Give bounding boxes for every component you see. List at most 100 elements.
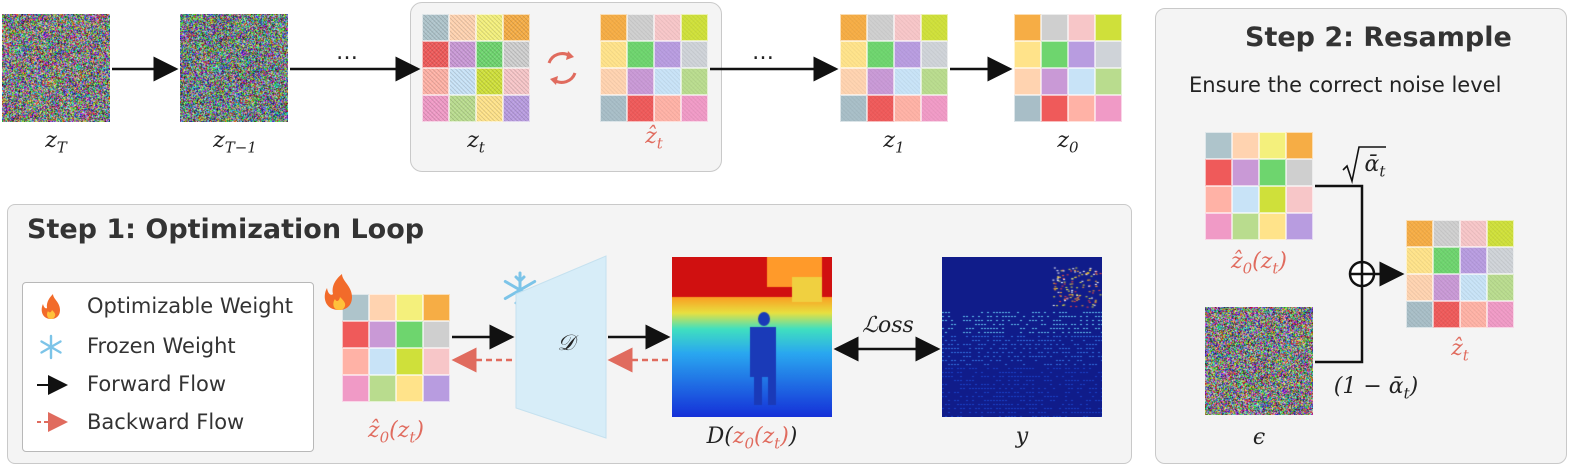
legend-backward: Backward Flow: [87, 410, 245, 434]
latent-cell: [1041, 95, 1068, 122]
latent-cell: [449, 41, 476, 68]
latent-cell: [1433, 220, 1460, 247]
latent-grid-z0-hat: [342, 294, 450, 402]
fire-icon: [41, 294, 60, 319]
label-one-minus-alpha: (1 − ᾱt): [1333, 374, 1419, 403]
label-epsilon: ϵ: [1252, 425, 1266, 450]
latent-cell: [1041, 14, 1068, 41]
latent-cell: [396, 375, 423, 402]
decoder-shape: [515, 255, 607, 439]
sqrt-symbol: [1342, 146, 1386, 185]
latent-cell: [654, 41, 681, 68]
latent-cell: [449, 95, 476, 122]
cycle-icon: [547, 51, 577, 85]
latent-cell: [1205, 159, 1232, 186]
ellipsis-2: …: [752, 40, 774, 65]
latent-cell: [396, 294, 423, 321]
latent-cell: [396, 321, 423, 348]
latent-cell: [1460, 220, 1487, 247]
latent-cell: [867, 14, 894, 41]
latent-cell: [369, 348, 396, 375]
loss-label: ℒoss: [862, 313, 914, 338]
latent-cell: [1014, 41, 1041, 68]
latent-cell: [1259, 213, 1286, 240]
latent-cell: [627, 14, 654, 41]
latent-cell: [423, 321, 450, 348]
legend-frozen: Frozen Weight: [87, 334, 236, 358]
label-depth: D(z0(zt)): [706, 424, 798, 453]
latent-cell: [1068, 95, 1095, 122]
latent-cell: [1205, 213, 1232, 240]
latent-cell: [840, 95, 867, 122]
latent-cell: [627, 41, 654, 68]
latent-cell: [1068, 68, 1095, 95]
latent-cell: [1286, 213, 1313, 240]
latent-cell: [369, 375, 396, 402]
label-z0hat-step2: ẑ0(zt): [1231, 249, 1287, 278]
latent-cell: [1487, 220, 1514, 247]
latent-cell: [600, 41, 627, 68]
latent-cell: [476, 68, 503, 95]
latent-cell: [449, 68, 476, 95]
latent-cell: [342, 321, 369, 348]
latent-cell: [627, 95, 654, 122]
latent-cell: [503, 95, 530, 122]
latent-cell: [1487, 274, 1514, 301]
latent-cell: [921, 95, 948, 122]
latent-cell: [654, 14, 681, 41]
latent-cell: [476, 95, 503, 122]
noise-image-zT: [2, 14, 110, 122]
latent-cell: [1232, 213, 1259, 240]
latent-cell: [921, 14, 948, 41]
latent-cell: [1286, 186, 1313, 213]
latent-cell: [1041, 41, 1068, 68]
latent-cell: [1487, 247, 1514, 274]
latent-grid-z0-hat-step2: [1205, 132, 1313, 240]
label-zhat-t: ẑt: [645, 124, 663, 153]
latent-cell: [1433, 247, 1460, 274]
latent-cell: [921, 68, 948, 95]
latent-cell: [1259, 159, 1286, 186]
latent-cell: [1232, 186, 1259, 213]
latent-cell: [1433, 301, 1460, 328]
latent-cell: [423, 294, 450, 321]
latent-grid-z1: [840, 14, 948, 122]
latent-cell: [681, 14, 708, 41]
line-z0-to-sum: [1315, 184, 1364, 262]
latent-grid-zt: [422, 14, 530, 122]
latent-cell: [1068, 14, 1095, 41]
latent-cell: [1232, 159, 1259, 186]
latent-cell: [476, 41, 503, 68]
latent-cell: [1232, 132, 1259, 159]
latent-cell: [369, 321, 396, 348]
latent-cell: [1406, 301, 1433, 328]
latent-cell: [1460, 274, 1487, 301]
latent-cell: [422, 14, 449, 41]
legend-box: [22, 282, 314, 452]
label-zT-1: zT−1: [213, 128, 257, 157]
latent-cell: [422, 68, 449, 95]
latent-cell: [1259, 186, 1286, 213]
latent-grid-zhat-t: [600, 14, 708, 122]
latent-cell: [867, 95, 894, 122]
latent-cell: [342, 375, 369, 402]
step1-title: Step 1: Optimization Loop: [27, 214, 425, 245]
line-eps-to-sum: [1315, 286, 1364, 364]
latent-cell: [840, 41, 867, 68]
label-z0hat-zt: ẑ0(zt): [368, 418, 424, 447]
latent-cell: [840, 14, 867, 41]
noise-image-zT-1: [180, 14, 288, 122]
latent-cell: [449, 14, 476, 41]
latent-cell: [1014, 68, 1041, 95]
step2-subtitle: Ensure the correct noise level: [1189, 73, 1502, 97]
latent-cell: [1259, 132, 1286, 159]
latent-cell: [423, 375, 450, 402]
latent-cell: [1095, 41, 1122, 68]
latent-cell: [1095, 95, 1122, 122]
latent-cell: [867, 68, 894, 95]
latent-cell: [503, 14, 530, 41]
legend-forward: Forward Flow: [87, 372, 227, 396]
